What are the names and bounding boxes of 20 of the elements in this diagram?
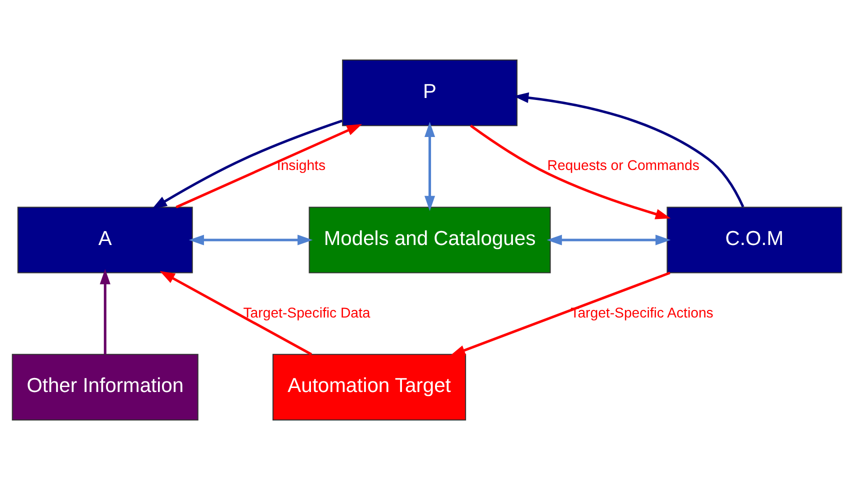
arrow [100,268,110,354]
edge-label: Target-Specific Data [243,304,370,320]
node-box: Automation Target [272,353,466,420]
arrow [188,234,313,245]
arrow [160,270,312,355]
arrow [176,124,362,208]
arrow [450,271,670,356]
edge-label: Target-Specific Actions [570,304,714,320]
arrow [470,124,671,219]
node-box: P [342,59,518,126]
arrow [513,92,744,207]
node-box: A [17,206,193,273]
arrow [424,121,436,211]
arrow [152,119,342,209]
node-box: Other Information [12,353,198,420]
node-box: Models and Catalogues [308,206,551,273]
edge-label: Requests or Commands [547,156,700,173]
node-box: C.O.M [666,206,842,273]
arrow [546,234,671,245]
edge-label: Insights [276,156,326,173]
